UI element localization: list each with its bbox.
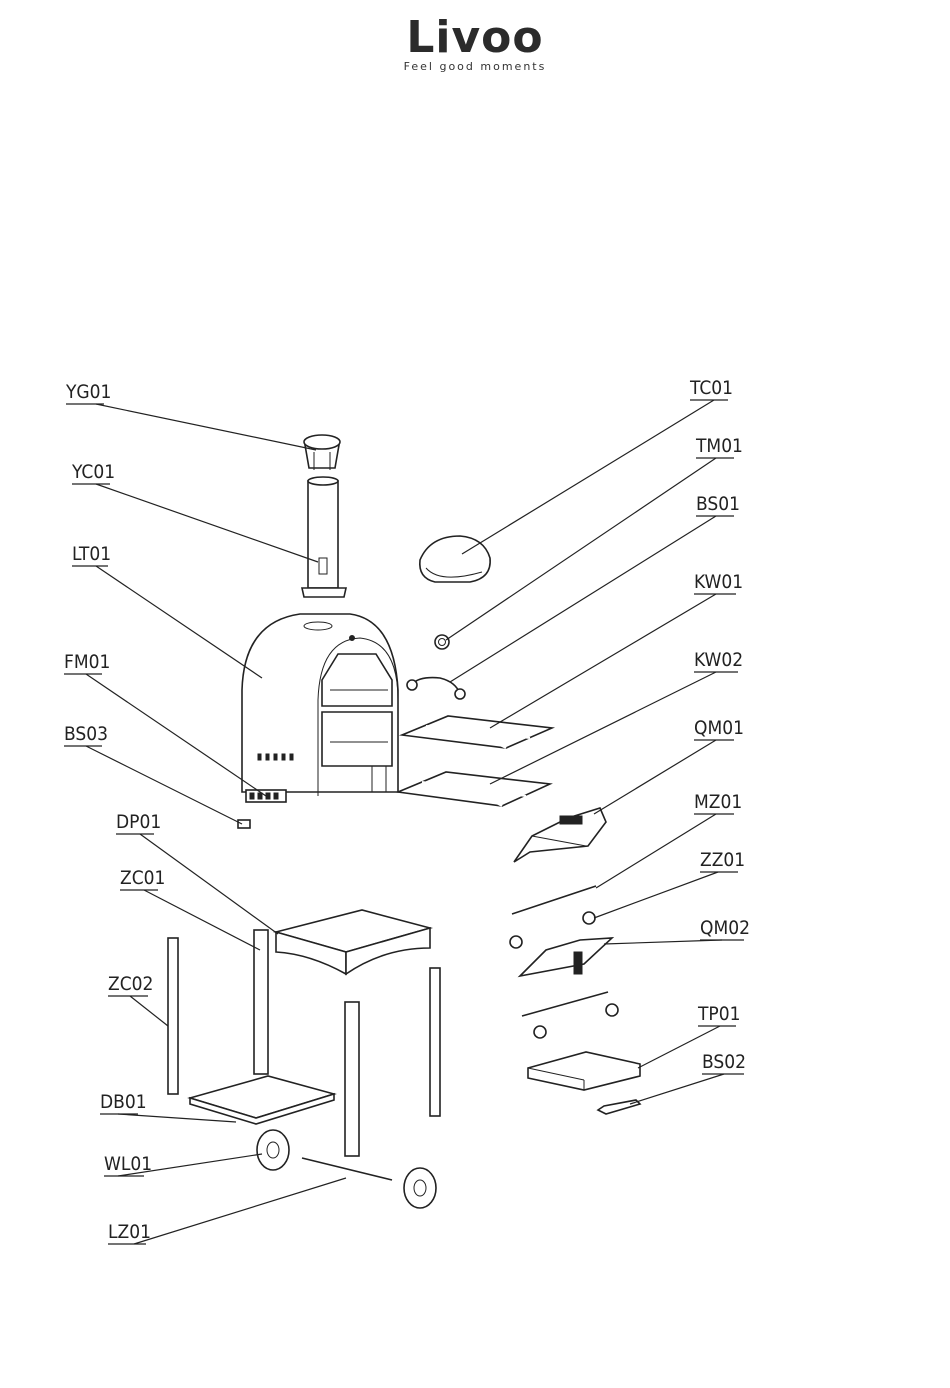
svg-text:LT01: LT01 xyxy=(72,543,111,565)
svg-text:KW02: KW02 xyxy=(694,649,743,671)
svg-text:QM01: QM01 xyxy=(694,717,744,739)
leader-lines xyxy=(86,400,724,1244)
label-qm02: QM02 xyxy=(700,917,750,940)
svg-text:TM01: TM01 xyxy=(695,435,743,457)
label-tp01: TP01 xyxy=(697,1003,741,1026)
svg-text:BS03: BS03 xyxy=(64,723,108,745)
svg-text:QM02: QM02 xyxy=(700,917,750,939)
svg-text:BS02: BS02 xyxy=(702,1051,746,1073)
label-yg01: YG01 xyxy=(65,381,111,404)
thermometer-part xyxy=(435,635,449,649)
label-tc01: TC01 xyxy=(689,377,733,400)
burner-tray-upper-part xyxy=(514,808,606,862)
support-rod-lower-part xyxy=(522,992,608,1016)
label-bs02: BS02 xyxy=(702,1051,746,1074)
svg-text:YG01: YG01 xyxy=(65,381,111,403)
svg-text:LZ01: LZ01 xyxy=(108,1221,151,1243)
svg-text:DP01: DP01 xyxy=(116,811,161,833)
label-lt01: LT01 xyxy=(72,543,111,566)
label-wl01: WL01 xyxy=(104,1153,152,1176)
label-kw01: KW01 xyxy=(694,571,743,594)
svg-text:FM01: FM01 xyxy=(64,651,110,673)
top-shelf-part xyxy=(276,910,430,974)
tray-handle-part xyxy=(598,1100,640,1114)
ash-tray-part xyxy=(528,1052,640,1090)
label-kw02: KW02 xyxy=(694,649,743,672)
label-yc01: YC01 xyxy=(71,461,115,484)
label-db01: DB01 xyxy=(100,1091,147,1114)
grill-rack-lower-part xyxy=(398,772,550,806)
label-lz01: LZ01 xyxy=(108,1221,151,1244)
chimney-cap-part xyxy=(304,435,340,470)
wheel-axle-part xyxy=(302,1158,392,1180)
svg-text:DB01: DB01 xyxy=(100,1091,147,1113)
label-zz01: ZZ01 xyxy=(700,849,745,872)
svg-text:MZ01: MZ01 xyxy=(694,791,742,813)
svg-text:KW01: KW01 xyxy=(694,571,743,593)
label-bs01: BS01 xyxy=(696,493,740,516)
svg-text:BS01: BS01 xyxy=(696,493,740,515)
label-qm01: QM01 xyxy=(694,717,744,740)
svg-text:YC01: YC01 xyxy=(71,461,115,483)
label-dp01: DP01 xyxy=(116,811,161,834)
oven-body-part xyxy=(242,614,398,796)
oven-handle-part xyxy=(407,678,465,699)
grill-rack-upper-part xyxy=(402,716,552,748)
label-tm01: TM01 xyxy=(695,435,743,458)
bottom-shelf-part xyxy=(190,1076,334,1124)
part-labels: YG01 YC01 LT01 FM01 BS03 DP01 ZC01 ZC02 xyxy=(64,377,750,1244)
svg-text:TP01: TP01 xyxy=(697,1003,741,1025)
screw-part xyxy=(238,820,250,828)
svg-text:ZC02: ZC02 xyxy=(108,973,153,995)
svg-text:ZC01: ZC01 xyxy=(120,867,165,889)
label-bs03: BS03 xyxy=(64,723,108,746)
label-zc02: ZC02 xyxy=(108,973,153,996)
svg-text:TC01: TC01 xyxy=(689,377,733,399)
svg-text:ZZ01: ZZ01 xyxy=(700,849,745,871)
label-fm01: FM01 xyxy=(64,651,110,674)
burner-tray-lower-part xyxy=(520,938,612,976)
chimney-pipe-part xyxy=(302,477,346,597)
svg-text:WL01: WL01 xyxy=(104,1153,152,1175)
support-rod-upper-part xyxy=(512,886,596,914)
label-mz01: MZ01 xyxy=(694,791,742,814)
label-zc01: ZC01 xyxy=(120,867,165,890)
